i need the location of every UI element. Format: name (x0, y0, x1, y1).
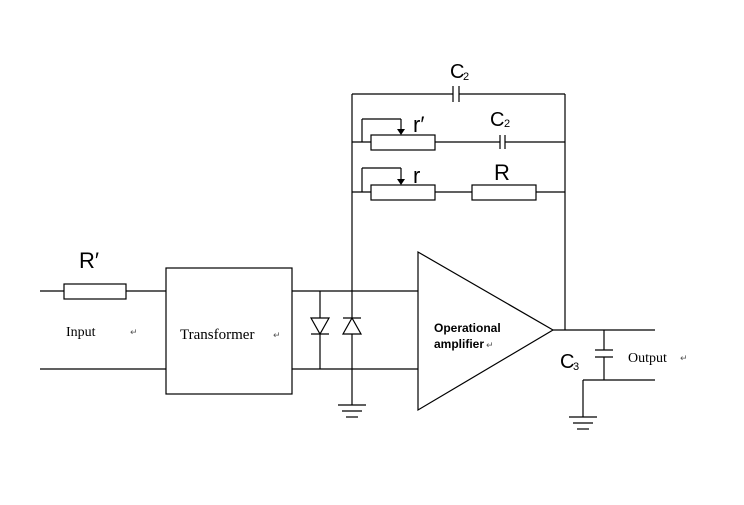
return-mark-opamp: ↵ (486, 341, 494, 351)
label-c3: C (560, 351, 574, 373)
label-R-prime: R′ (79, 248, 99, 273)
pot2-arrowhead (397, 179, 405, 185)
label-opamp-line1: Operational (434, 321, 501, 335)
label-opamp-line2: amplifier (434, 337, 484, 351)
label-c3-sub: 3 (573, 361, 579, 373)
label-transformer: Transformer (180, 327, 254, 343)
label-r-pot: r (413, 163, 420, 188)
opamp-triangle (417, 250, 555, 412)
label-c2-mid-sub: 2 (504, 118, 510, 130)
label-c2-top: C (450, 61, 464, 83)
label-input: Input (66, 325, 96, 340)
label-c2-top-sub: 2 (463, 71, 469, 83)
resistor-R (471, 184, 537, 201)
pot1-arrowhead (397, 129, 405, 135)
transformer-block (165, 267, 293, 395)
return-mark-output: ↵ (680, 354, 688, 364)
pot-r (370, 184, 436, 201)
diode2-triangle (341, 316, 363, 335)
pot-r-prime (370, 134, 436, 151)
label-output: Output (628, 351, 667, 366)
input-resistor-R-prime (63, 283, 127, 300)
diode1-triangle (309, 317, 331, 336)
return-mark-transformer: ↵ (273, 331, 281, 341)
return-mark-input: ↵ (130, 328, 138, 338)
label-R: R (494, 160, 510, 185)
label-c2-mid: C (490, 109, 504, 131)
label-r-prime-pot: r′ (413, 112, 424, 137)
